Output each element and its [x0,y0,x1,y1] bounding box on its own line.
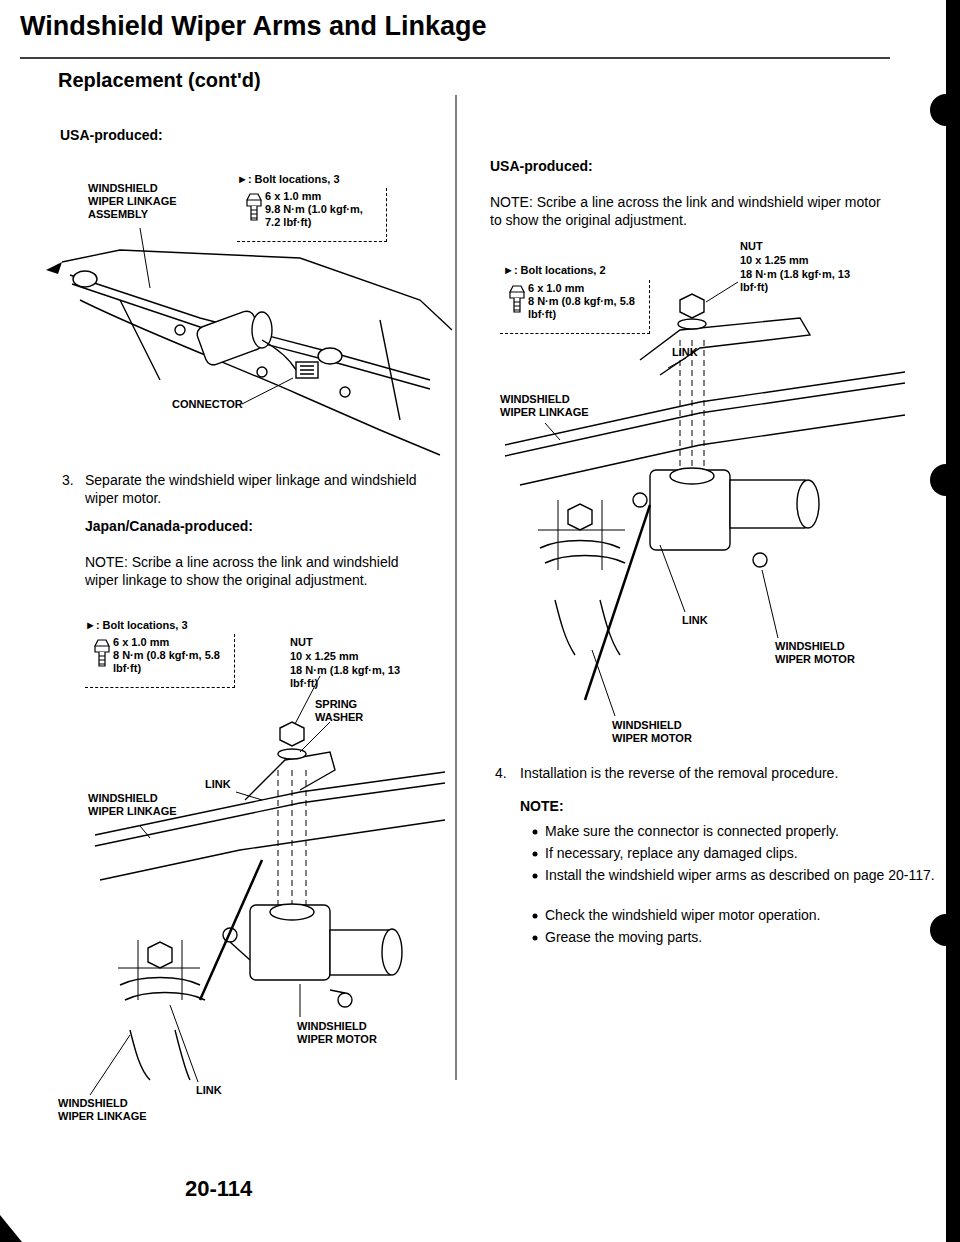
bolt-key: ►: Bolt locations, 3 [85,619,188,632]
variant-heading: Japan/Canada-produced: [85,518,253,536]
bullet-text: Grease the moving parts. [545,928,935,946]
section-heading: Replacement (cont'd) [58,68,261,93]
part-label: WINDSHIELD WIPER LINKAGE [58,1097,153,1123]
part-label: WINDSHIELD WIPER LINKAGE [500,393,595,419]
bolt-spec-box: 6 x 1.0 mm8 N·m (0.8 kgf·m, 5.8 lbf·ft) [85,634,235,688]
variant-heading: USA-produced: [60,127,163,145]
page-title: Windshield Wiper Arms and Linkage [20,10,487,44]
bolt-key: ►: Bolt locations, 2 [503,264,606,277]
dimension: 10 x 1.25 mm [740,254,809,267]
part-label: WINDSHIELD WIPER MOTOR [775,640,870,666]
variant-heading: USA-produced: [490,158,593,176]
step-number: 3. [62,471,82,489]
bolt-size: 6 x 1.0 mm [113,636,228,649]
part-label: WINDSHIELD WIPER LINKAGE ASSEMBLY [88,182,183,222]
part-label: SPRING WASHER [315,698,390,724]
part-label: WINDSHIELD WIPER MOTOR [297,1020,392,1046]
note-text: NOTE: Scribe a line across the link and … [85,553,435,589]
bolt-spec-box: 6 x 1.0 mm9.8 N·m (1.0 kgf·m, 7.2 lbf·ft… [237,188,387,242]
part-label: LINK [205,778,231,791]
torque-spec: 9.8 N·m (1.0 kgf·m, 7.2 lbf·ft) [265,203,380,229]
step-text: Installation is the reverse of the remov… [520,764,920,782]
bolt-key: ►: Bolt locations, 3 [237,173,340,186]
part-label: WINDSHIELD WIPER LINKAGE [88,792,183,818]
part-label: NUT [740,240,763,253]
torque-spec: 8 N·m (0.8 kgf·m, 5.8 lbf·ft) [113,649,228,675]
page-number: 20-114 [185,1175,252,1203]
torque-spec: 18 N·m (1.8 kgf·m, 13 lbf·ft) [290,664,415,690]
part-label: NUT [290,636,313,649]
torque-spec: 18 N·m (1.8 kgf·m, 13 lbf·ft) [740,268,865,294]
part-label: WINDSHIELD WIPER MOTOR [612,719,707,745]
step-number: 4. [495,764,515,782]
part-label: LINK [196,1084,222,1097]
part-label: LINK [672,346,698,359]
step-text: Separate the windshield wiper linkage an… [85,471,435,507]
note-heading: NOTE: [520,798,564,816]
part-label: CONNECTOR [172,398,243,411]
bullet-text: If necessary, replace any damaged clips. [545,844,935,862]
bullet-text: Make sure the connector is connected pro… [545,822,935,840]
note-text: NOTE: Scribe a line across the link and … [490,193,890,229]
dimension: 10 x 1.25 mm [290,650,359,663]
part-label: LINK [682,614,708,627]
bullet-text: Install the windshield wiper arms as des… [545,866,935,884]
bolt-size: 6 x 1.0 mm [528,282,643,295]
torque-spec: 8 N·m (0.8 kgf·m, 5.8 lbf·ft) [528,295,643,321]
bolt-size: 6 x 1.0 mm [265,190,380,203]
bullet-text: Check the windshield wiper motor operati… [545,906,935,924]
bolt-spec-box: 6 x 1.0 mm8 N·m (0.8 kgf·m, 5.8 lbf·ft) [500,280,650,334]
